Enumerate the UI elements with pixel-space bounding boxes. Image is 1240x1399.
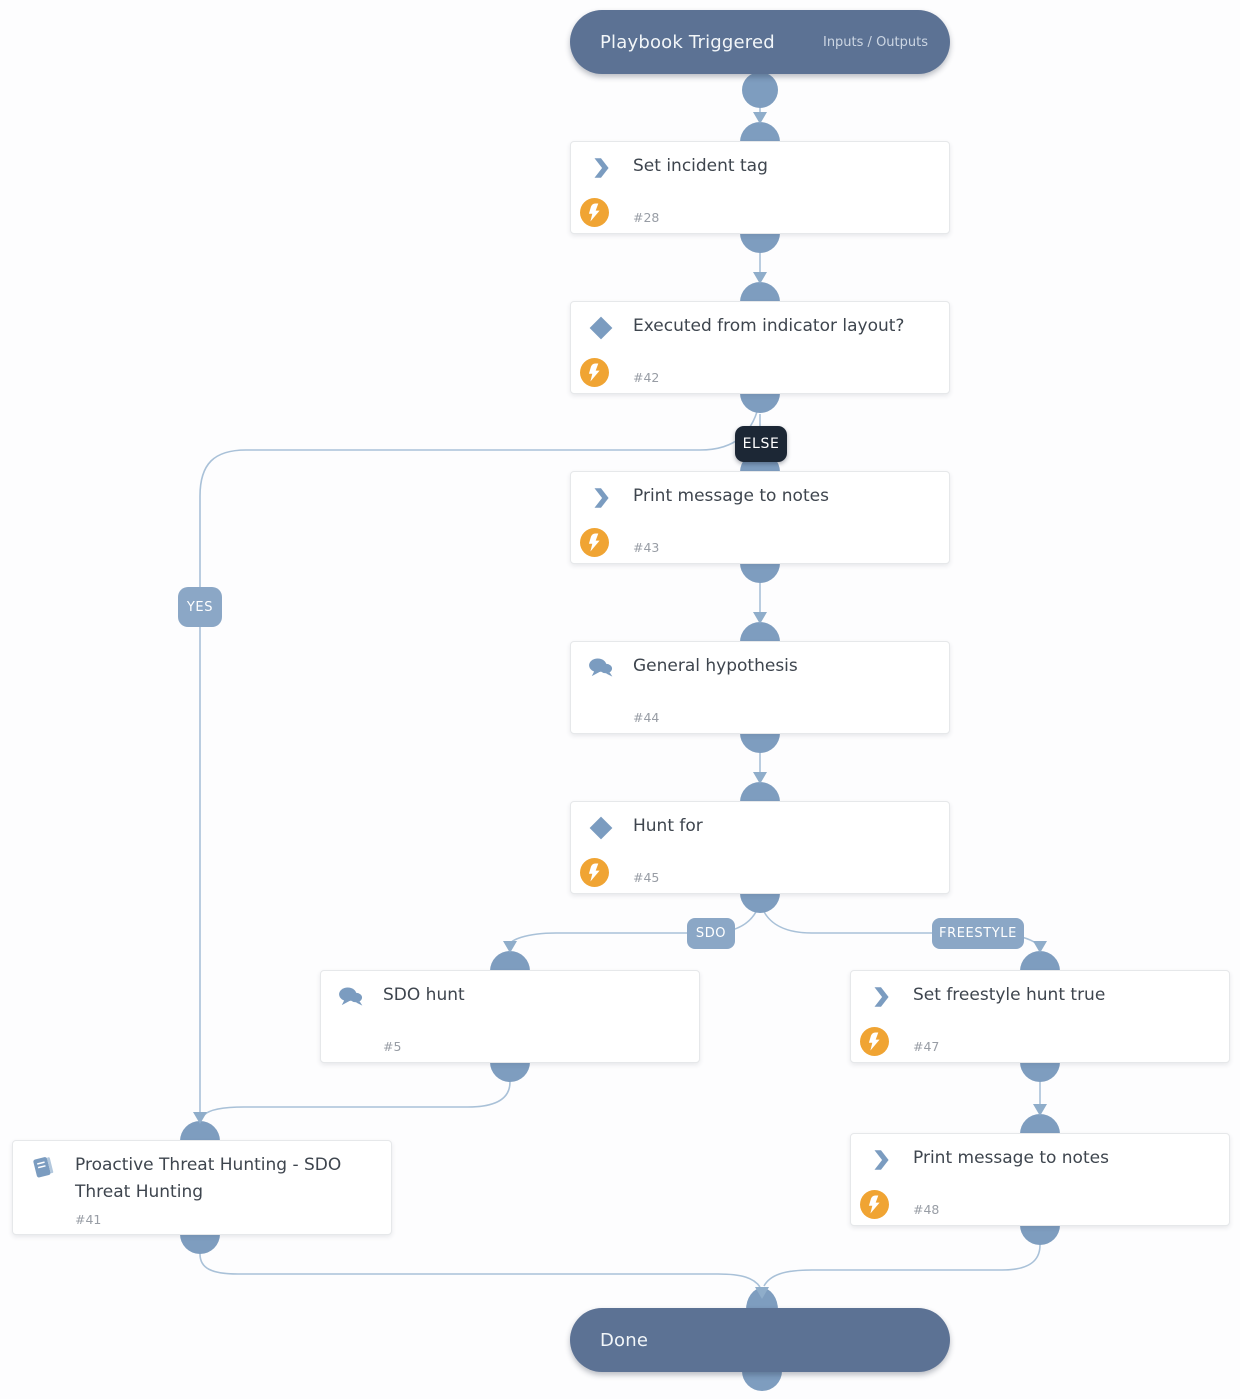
task-title: Set freestyle hunt true	[913, 985, 1106, 1005]
task-node-sdo-hunt[interactable]: SDO hunt #5	[320, 970, 700, 1063]
condition-diamond-icon	[589, 816, 613, 840]
automation-bolt-icon	[860, 1190, 889, 1219]
task-title: Print message to notes	[913, 1148, 1109, 1168]
chat-bubbles-icon	[339, 987, 364, 1006]
task-id: #43	[633, 540, 660, 555]
automation-bolt-icon	[580, 528, 609, 557]
task-id: #44	[633, 710, 660, 725]
task-title: Executed from indicator layout?	[633, 316, 905, 336]
chevron-right-icon	[874, 1150, 889, 1170]
chat-bubbles-icon	[589, 658, 614, 677]
branch-label-yes: YES	[178, 587, 222, 627]
task-id: #42	[633, 370, 660, 385]
task-id: #5	[383, 1039, 402, 1054]
task-node-print-message-to-notes-48[interactable]: Print message to notes #48	[850, 1133, 1230, 1226]
chevron-right-icon	[874, 987, 889, 1007]
branch-label-freestyle: FREESTYLE	[932, 918, 1024, 949]
condition-diamond-icon	[589, 316, 613, 340]
task-title: SDO hunt	[383, 985, 465, 1005]
automation-bolt-icon	[580, 198, 609, 227]
task-node-set-incident-tag[interactable]: Set incident tag #28	[570, 141, 950, 234]
task-id: #48	[913, 1202, 940, 1217]
inputs-outputs-link[interactable]: Inputs / Outputs	[822, 34, 928, 50]
playbook-done-title: Done	[600, 1329, 649, 1351]
condition-node-executed-from-indicator-layout[interactable]: Executed from indicator layout? #42	[570, 301, 950, 394]
task-node-general-hypothesis[interactable]: General hypothesis #44	[570, 641, 950, 734]
task-title: Proactive Threat Hunting - SDO Threat Hu…	[75, 1155, 342, 1202]
automation-bolt-icon	[580, 358, 609, 387]
playbook-book-icon	[33, 1157, 54, 1178]
task-id: #41	[75, 1212, 102, 1227]
chevron-right-icon	[594, 488, 609, 508]
task-title: Set incident tag	[633, 156, 768, 176]
task-id: #47	[913, 1039, 940, 1054]
condition-node-hunt-for[interactable]: Hunt for #45	[570, 801, 950, 894]
task-id: #45	[633, 870, 660, 885]
task-title: Hunt for	[633, 816, 703, 836]
task-node-print-message-to-notes-43[interactable]: Print message to notes #43	[570, 471, 950, 564]
playbook-start-node[interactable]: Playbook Triggered Inputs / Outputs	[570, 10, 950, 74]
playbook-start-title: Playbook Triggered	[600, 31, 775, 53]
task-node-set-freestyle-hunt-true[interactable]: Set freestyle hunt true #47	[850, 970, 1230, 1063]
automation-bolt-icon	[580, 858, 609, 887]
task-id: #28	[633, 210, 660, 225]
playbook-done-node[interactable]: Done	[570, 1308, 950, 1372]
branch-label-else: ELSE	[735, 426, 787, 462]
subplaybook-node-proactive-threat-hunting[interactable]: Proactive Threat Hunting - SDO Threat Hu…	[12, 1140, 392, 1235]
task-title: Print message to notes	[633, 486, 829, 506]
automation-bolt-icon	[860, 1027, 889, 1056]
task-title: General hypothesis	[633, 656, 798, 676]
branch-label-sdo: SDO	[687, 918, 735, 949]
chevron-right-icon	[594, 158, 609, 178]
